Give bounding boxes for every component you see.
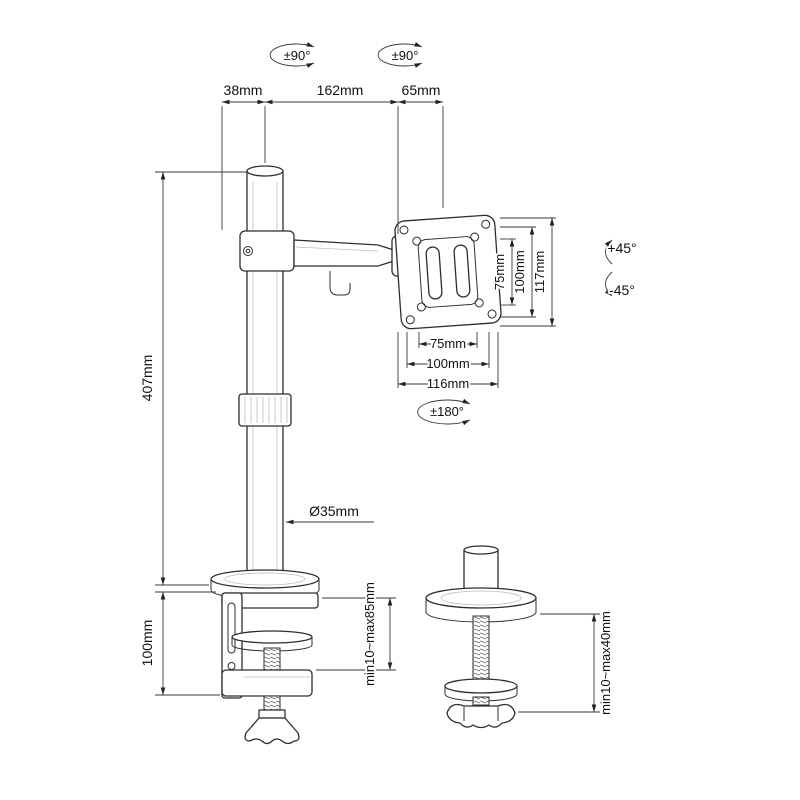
cable-hook [329,271,351,296]
label-tilt-up: +45° [607,240,636,256]
rotation-indicator-right: ±90° [377,42,423,68]
label-vesa-vertical-75: 75mm [492,254,507,290]
label-pole-height: 407mm [139,355,155,402]
label-vesa-vertical-100: 100mm [512,250,527,293]
label-vesa-horizontal-100: 100mm [426,356,469,371]
label-head-depth: 65mm [402,82,441,98]
clamp-slot [227,602,236,654]
label-tilt-down: -45° [609,282,635,298]
clamp-knob [244,709,300,745]
vesa-slot-right [453,244,471,298]
label-pole-diameter: Ø35mm [309,503,359,519]
label-clamp-thickness-range: min10~max85mm [362,582,377,686]
top-dimensions: 38mm 162mm 65mm [222,80,444,234]
arm-pole-clamp [239,230,295,272]
pole [246,165,284,582]
diameter-callout: Ø35mm [286,501,374,525]
pole-top-cap [246,165,284,177]
tilt-indicator: +45° -45° [604,238,639,300]
wing-nut [446,703,516,729]
vesa-holes [399,219,497,325]
clamp-bolt-icon [243,246,253,256]
label-swivel-range: ±180° [430,404,464,419]
label-vesa-horizontal-75: 75mm [430,336,466,351]
height-collar [238,393,292,427]
rotation-indicator-left: ±90° [269,42,315,68]
label-clamp-height: 100mm [139,620,155,667]
vesa-slot-left [425,246,443,300]
clamp-screw-upper [263,647,281,671]
vesa-dimensions-right: 75mm 100mm 117mm [490,217,556,327]
grommet-range-dimension: min10~max40mm [518,609,615,717]
label-arm-rotation-right: ±90° [392,48,419,63]
clamp-lower-jaw [221,669,313,697]
swivel-indicator: ±180° [417,398,471,426]
label-grommet-thickness-range: min10~max40mm [598,611,613,715]
label-arm-length: 162mm [317,82,364,98]
label-plate-width: 116mm [427,376,469,391]
desk-clamp [210,569,320,745]
clamp-pad [231,630,313,644]
clamp-range-dimension: min10~max85mm [316,580,396,688]
label-plate-height: 117mm [532,251,547,293]
grommet-mount [425,545,537,729]
label-arm-rotation-left: ±90° [284,48,311,63]
vesa-plate [394,214,502,330]
grommet-pad [444,678,518,694]
arm-beam [293,239,395,267]
grommet-threaded-rod [472,615,490,685]
vesa-dimensions-bottom: 75mm 100mm 116mm [397,332,499,393]
left-dimensions: 407mm 100mm [137,171,247,696]
label-pole-offset: 38mm [224,82,263,98]
